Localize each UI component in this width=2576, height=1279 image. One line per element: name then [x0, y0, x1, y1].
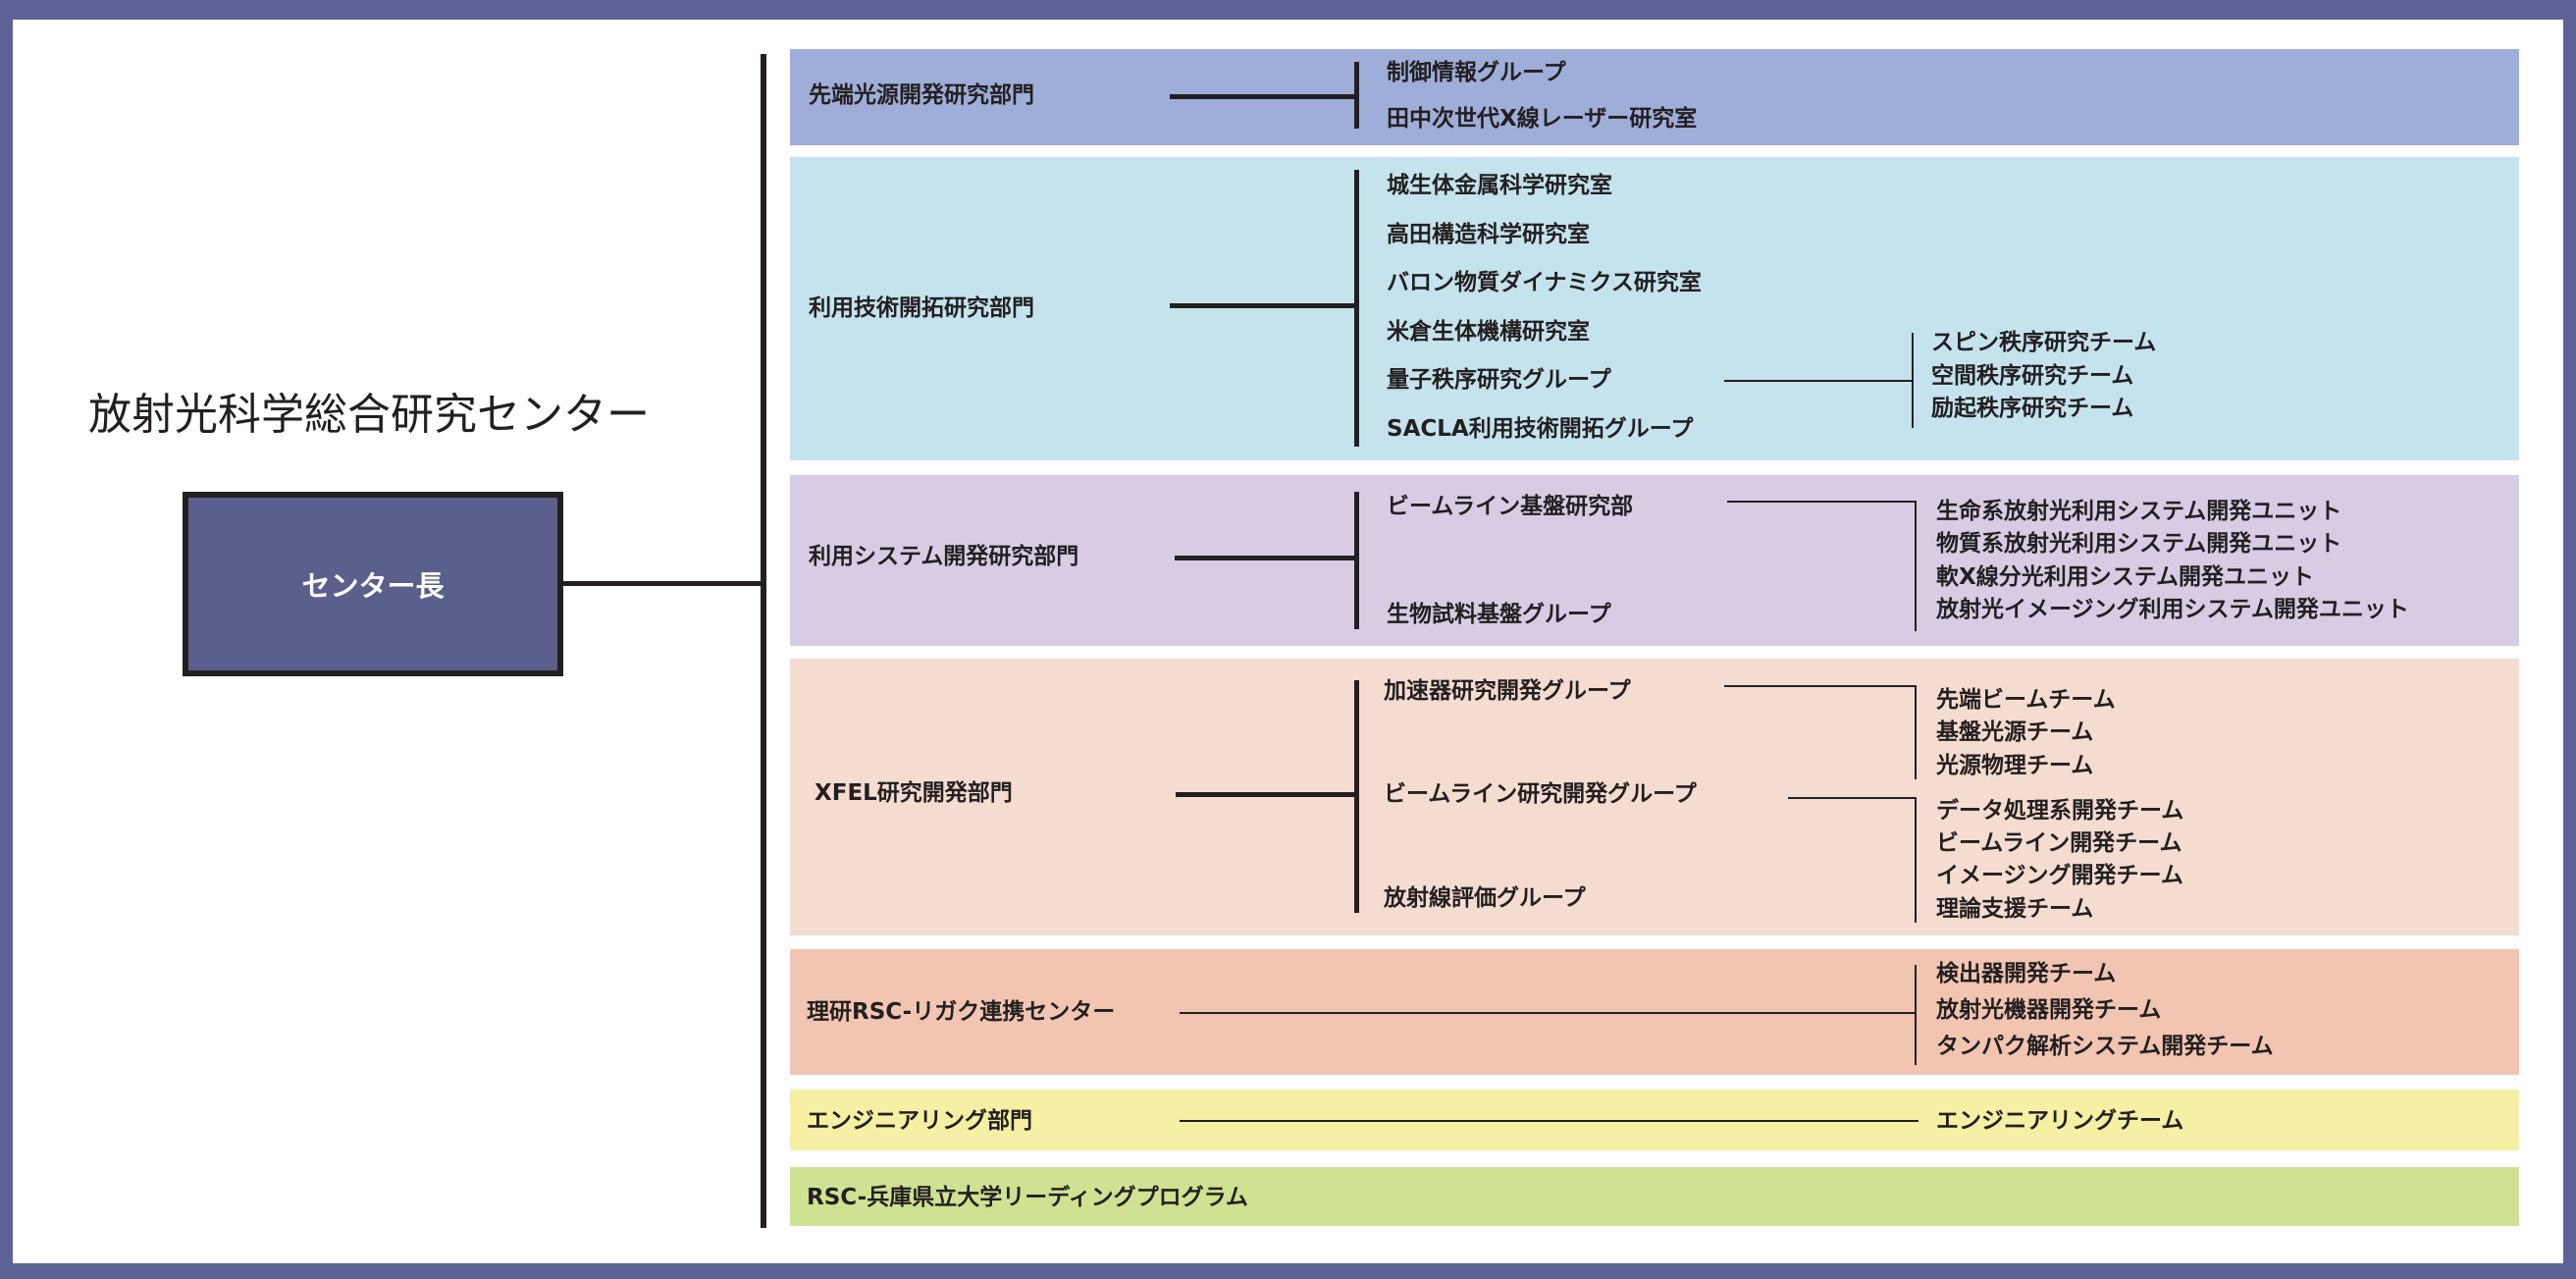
division-name: 先端光源開発研究部門	[809, 82, 1034, 108]
sub-connector-line	[1724, 685, 1917, 687]
director-connector	[563, 581, 762, 586]
connector-line	[1180, 1120, 1919, 1122]
group-name: 高田構造科学研究室	[1387, 222, 1590, 247]
unit-name: 物質系放射光利用システム開発ユニット	[1936, 531, 2342, 557]
sub-connector-line	[1727, 501, 1917, 503]
team-name: タンパク解析システム開発チーム	[1936, 1034, 2274, 1059]
group-name: 城生体金属科学研究室	[1387, 173, 1612, 198]
team-bracket	[1915, 685, 1917, 779]
sub-connector-line	[1788, 797, 1917, 799]
group-bracket	[1354, 170, 1359, 447]
center-title: 放射光科学総合研究センター	[88, 390, 650, 440]
team-name: 空間秩序研究チーム	[1931, 363, 2134, 389]
division-name: RSC-兵庫県立大学リーディングプログラム	[807, 1185, 1248, 1210]
band-application-technology	[790, 157, 2519, 460]
team-name: 励起秩序研究チーム	[1931, 396, 2134, 421]
division-name: XFEL研究開発部門	[815, 780, 1013, 806]
group-name: 加速器研究開発グループ	[1384, 678, 1631, 704]
group-name: バロン物質ダイナミクス研究室	[1387, 270, 1702, 295]
team-name: 光源物理チーム	[1936, 753, 2094, 778]
unit-name: 放射光イメージング利用システム開発ユニット	[1936, 597, 2409, 622]
band-application-system	[790, 475, 2519, 646]
group-name: 量子秩序研究グループ	[1387, 367, 1611, 393]
team-name: 基盤光源チーム	[1936, 719, 2094, 745]
division-name: 利用技術開拓研究部門	[809, 295, 1034, 321]
band-hyogo-program	[790, 1167, 2519, 1226]
group-name: SACLA利用技術開拓グループ	[1387, 416, 1694, 442]
main-trunk-line	[761, 54, 766, 1228]
group-name: 生物試料基盤グループ	[1387, 602, 1611, 627]
group-name: 放射線評価グループ	[1384, 885, 1586, 911]
connector-line	[1170, 94, 1357, 99]
band-advanced-light-source	[790, 49, 2519, 145]
team-name: スピン秩序研究チーム	[1931, 330, 2157, 355]
group-name: ビームライン研究開発グループ	[1384, 781, 1697, 807]
division-name: 理研RSC-リガク連携センター	[807, 999, 1116, 1025]
team-bracket	[1912, 333, 1914, 428]
group-bracket	[1354, 680, 1359, 913]
connector-line	[1176, 792, 1357, 797]
team-name: 理論支援チーム	[1936, 896, 2094, 922]
connector-line	[1170, 303, 1357, 308]
connector-line	[1175, 556, 1357, 560]
division-name: 利用システム開発研究部門	[809, 544, 1079, 569]
director-box: センター長	[183, 492, 563, 676]
team-name: イメージング開発チーム	[1936, 863, 2183, 888]
sub-connector-line	[1724, 380, 1914, 382]
unit-name: 生命系放射光利用システム開発ユニット	[1936, 499, 2342, 524]
connector-line	[1180, 1012, 1917, 1014]
group-name: ビームライン基盤研究部	[1387, 494, 1634, 519]
team-name: 検出器開発チーム	[1936, 961, 2117, 986]
group-bracket	[1354, 62, 1359, 129]
unit-name: 軟X線分光利用システム開発ユニット	[1936, 564, 2315, 590]
band-xfel	[790, 659, 2519, 935]
team-name: 先端ビームチーム	[1936, 687, 2116, 713]
team-name: データ処理系開発チーム	[1936, 798, 2184, 824]
unit-bracket	[1915, 501, 1917, 631]
team-bracket	[1915, 965, 1917, 1065]
team-name: エンジニアリングチーム	[1936, 1108, 2184, 1134]
team-name: ビームライン開発チーム	[1936, 830, 2182, 856]
group-name: 田中次世代X線レーザー研究室	[1387, 106, 1698, 132]
team-bracket	[1915, 797, 1917, 923]
team-name: 放射光機器開発チーム	[1936, 997, 2162, 1023]
group-name: 米倉生体機構研究室	[1387, 319, 1590, 345]
division-name: エンジニアリング部門	[807, 1108, 1032, 1134]
group-name: 制御情報グループ	[1387, 60, 1566, 85]
group-bracket	[1354, 492, 1359, 629]
